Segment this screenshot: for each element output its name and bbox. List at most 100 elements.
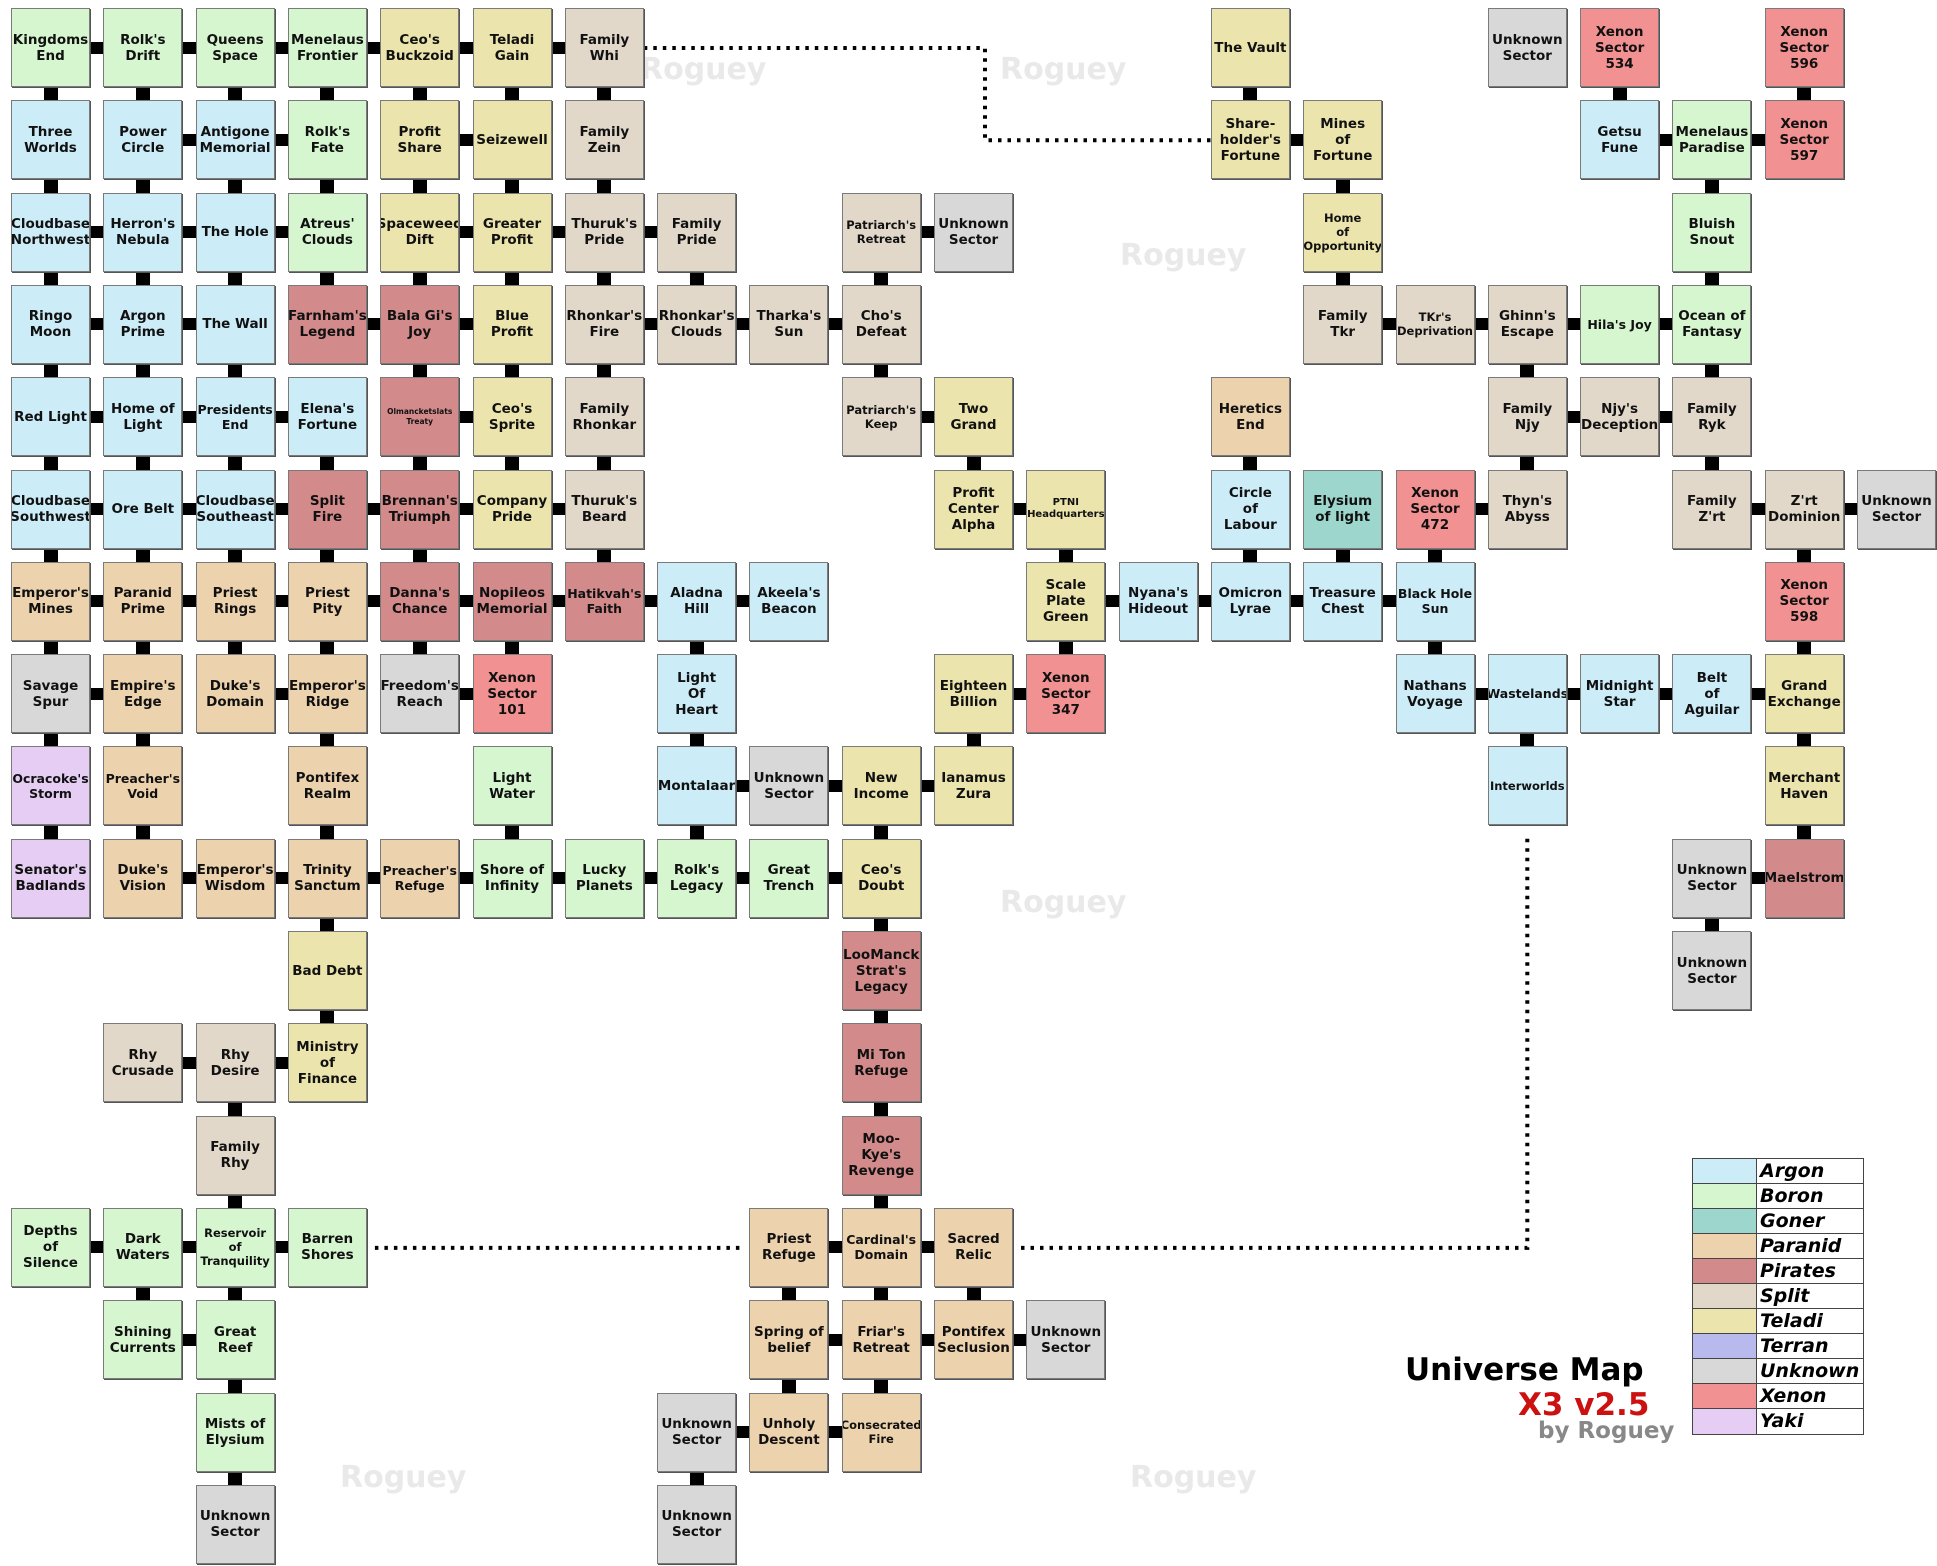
sector-box: Cloudbase Southeast [195, 469, 275, 549]
sector-box: Treasure Chest [1303, 561, 1383, 641]
warp-link [1021, 833, 1530, 1250]
sector-box: Duke's Domain [195, 654, 275, 734]
sector-box: Tharka's Sun [749, 284, 829, 364]
sector-connector [689, 823, 704, 841]
sector-connector [228, 361, 243, 380]
sector-connector [457, 595, 475, 608]
legend-row: Boron [1693, 1184, 1863, 1209]
sector-connector [826, 872, 844, 885]
sector-box: New Income [841, 746, 921, 826]
legend-row: Split [1693, 1284, 1863, 1309]
sector-box: Pontifex Seclusion [934, 1300, 1013, 1380]
sector-box: Mines of Fortune [1303, 100, 1383, 180]
sector-connector [1472, 503, 1490, 515]
legend-swatch [1693, 1184, 1757, 1208]
sector-box: Trinity Sanctum [287, 838, 367, 918]
sector-connector [826, 779, 844, 792]
legend-label: Boron [1760, 1185, 1824, 1207]
sector-box: Family Pride [657, 192, 737, 272]
sector-connector [781, 1284, 796, 1303]
sector-box: Unknown Sector [1857, 469, 1936, 549]
sector-connector [320, 731, 335, 749]
sector-connector [874, 269, 889, 287]
legend-label: Goner [1760, 1210, 1825, 1232]
sector-connector [689, 731, 704, 749]
sector-connector [1287, 133, 1306, 146]
sector-connector [88, 1241, 106, 1254]
legend-row: Unknown [1693, 1359, 1863, 1384]
sector-box: Njy's Deception [1580, 377, 1660, 457]
sector-connector [1520, 731, 1535, 749]
sector-box: Grand Exchange [1764, 654, 1844, 734]
sector-connector [734, 595, 752, 608]
sector-connector [1564, 687, 1583, 700]
sector-box: Sacred Relic [934, 1207, 1013, 1287]
sector-connector [457, 133, 475, 146]
sector-box: TKr's Deprivation [1395, 284, 1475, 364]
legend-row: Xenon [1693, 1384, 1863, 1409]
sector-connector [320, 638, 335, 657]
sector-box: Herron's Nebula [103, 192, 183, 272]
sector-connector [88, 503, 106, 515]
sector-connector [320, 85, 335, 103]
sector-box: Belt of Aguilar [1672, 654, 1752, 734]
legend-row: Goner [1693, 1209, 1863, 1234]
sector-box: Preacher's Refuge [380, 838, 460, 918]
sector-connector [549, 226, 567, 239]
sector-connector [320, 177, 335, 195]
sector-connector [505, 823, 519, 841]
legend-swatch [1693, 1359, 1757, 1383]
sector-connector [826, 1426, 844, 1438]
sector-box: Family Z'rt [1672, 469, 1752, 549]
sector-box: Empire's Edge [103, 654, 183, 734]
sector-connector [88, 226, 106, 239]
legend-swatch [1693, 1234, 1757, 1258]
sector-box: Wastelands [1487, 654, 1567, 734]
legend-row: Yaki [1693, 1409, 1863, 1434]
sector-box: Rhy Crusade [103, 1023, 183, 1103]
sector-box: Unknown Sector [1026, 1300, 1106, 1380]
sector-connector [228, 638, 243, 657]
sector-connector [43, 731, 58, 749]
sector-connector [549, 595, 567, 608]
sector-connector [1704, 269, 1719, 287]
sector-box: Company Pride [472, 469, 552, 549]
sector-connector [228, 1100, 243, 1118]
sector-box: Lucky Planets [564, 838, 644, 918]
sector-box: Unholy Descent [749, 1392, 829, 1472]
legend-label: Teladi [1760, 1310, 1823, 1332]
sector-connector [641, 872, 660, 885]
legend-label: Unknown [1760, 1360, 1860, 1382]
sector-connector [228, 546, 243, 564]
sector-box: Great Reef [195, 1300, 275, 1380]
sector-connector [135, 361, 150, 380]
sector-box: Xenon Sector 101 [472, 654, 552, 734]
sector-box: Menelaus Paradise [1672, 100, 1752, 180]
sector-connector [966, 731, 981, 749]
sector-box: Menelaus Frontier [287, 8, 367, 87]
sector-connector [1704, 454, 1719, 472]
sector-box: Ceo's Buckzoid [380, 8, 460, 87]
sector-connector [457, 872, 475, 885]
sector-connector [1797, 823, 1812, 841]
sector-connector [1657, 133, 1675, 146]
legend-label: Paranid [1760, 1235, 1842, 1257]
sector-connector [1428, 546, 1442, 564]
sector-box: Xenon Sector 597 [1764, 100, 1844, 180]
sector-box: Interworlds [1487, 746, 1567, 826]
sector-box: Home of Opportunity [1303, 192, 1383, 272]
sector-box: Rhy Desire [195, 1023, 275, 1103]
sector-box: Family Zein [564, 100, 644, 180]
sector-box: Duke's Vision [103, 838, 183, 918]
sector-box: Emperor's Mines [11, 561, 90, 641]
sector-connector [1657, 687, 1675, 700]
sector-box: Patriarch's Retreat [841, 192, 921, 272]
sector-connector [228, 1284, 243, 1303]
sector-connector [549, 872, 567, 885]
sector-connector [180, 1056, 198, 1069]
sector-connector [1797, 546, 1812, 564]
sector-connector [1243, 85, 1258, 103]
legend-swatch [1693, 1409, 1757, 1434]
sector-box: Black Hole Sun [1395, 561, 1475, 641]
sector-connector [689, 1469, 704, 1487]
